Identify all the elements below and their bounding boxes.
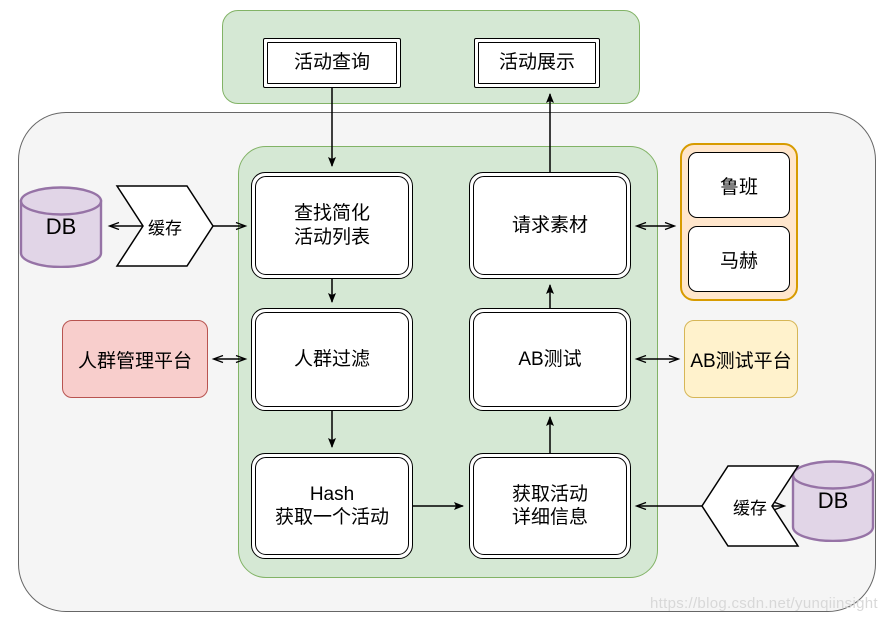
process-box-line2: 获取一个活动 <box>274 507 389 528</box>
process-box-line1: Hash <box>309 483 355 505</box>
process-box-label: AB测试 <box>518 348 582 370</box>
process-box-label: 查找简化 活动列表 <box>294 202 370 248</box>
service-box-label: 马赫 <box>719 250 758 272</box>
process-box-label: 活动展示 <box>498 52 575 74</box>
cache-label: 缓存 <box>148 218 182 238</box>
cylinder-icon <box>19 186 103 268</box>
chevron-left-shape-icon <box>701 465 800 547</box>
process-box-find-simplified-list[interactable]: 查找简化 活动列表 <box>251 172 413 279</box>
process-box-ab-test[interactable]: AB测试 <box>469 308 631 411</box>
external-system-ab-platform[interactable]: AB测试平台 <box>684 320 798 398</box>
process-box-line1: 查找简化 <box>293 203 370 225</box>
database-cylinder-left[interactable]: DB <box>18 186 104 268</box>
process-box-label: 活动查询 <box>293 52 370 74</box>
process-box-request-material[interactable]: 请求素材 <box>469 172 631 279</box>
database-label: DB <box>45 214 77 239</box>
process-box-line2: 活动列表 <box>293 226 370 248</box>
external-system-crowd-platform[interactable]: 人群管理平台 <box>62 320 208 398</box>
service-box-mahe[interactable]: 马赫 <box>688 226 790 292</box>
process-box-hash-pick-activity[interactable]: Hash 获取一个活动 <box>251 453 413 559</box>
cache-label: 缓存 <box>733 498 767 518</box>
cache-node-left[interactable]: 缓存 <box>115 182 215 270</box>
process-box-label: 人群过滤 <box>293 348 370 370</box>
process-box-label: 获取活动 详细信息 <box>512 483 588 529</box>
process-box-label: Hash 获取一个活动 <box>275 483 389 529</box>
cache-node-right[interactable]: 缓存 <box>700 462 800 550</box>
process-box-line2: 详细信息 <box>511 507 588 528</box>
service-box-luban[interactable]: 鲁班 <box>688 152 790 218</box>
process-box-crowd-filter[interactable]: 人群过滤 <box>251 308 413 411</box>
process-box-label: 请求素材 <box>511 214 588 236</box>
chevron-right-shape-icon <box>115 185 214 267</box>
external-system-label: AB测试平台 <box>690 350 792 372</box>
service-box-label: 鲁班 <box>719 176 758 198</box>
database-cylinder-right[interactable]: DB <box>790 460 876 542</box>
process-box-activity-query[interactable]: 活动查询 <box>263 38 401 88</box>
process-box-get-activity-detail[interactable]: 获取活动 详细信息 <box>469 453 631 559</box>
external-system-label: 人群管理平台 <box>77 350 192 372</box>
database-label: DB <box>817 488 849 513</box>
process-box-line1: 获取活动 <box>511 483 588 505</box>
process-box-activity-display[interactable]: 活动展示 <box>474 38 600 88</box>
watermark-text: https://blog.csdn.net/yunqiinsight <box>650 595 878 612</box>
cylinder-icon <box>791 460 875 542</box>
